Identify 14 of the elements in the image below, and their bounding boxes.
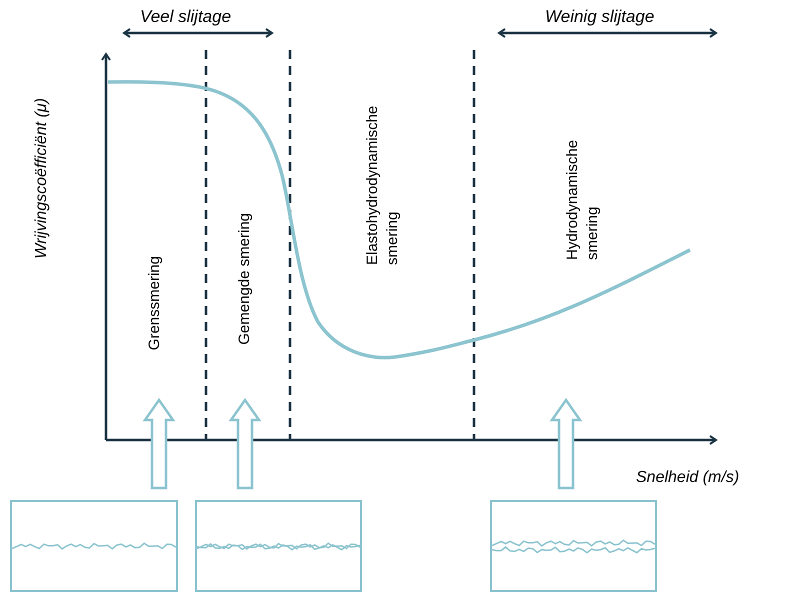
hollow-arrow [550, 398, 582, 490]
region-label: Elastohydrodynamische smering [363, 104, 402, 265]
wear-label: Veel slijtage [140, 6, 232, 28]
x-axis-title: Snelheid (m/s) [636, 468, 740, 488]
region-label: Grenssmering [145, 256, 164, 350]
wear-label: Weinig slijtage [545, 6, 654, 28]
hollow-arrow [228, 398, 262, 490]
region-label: Gemengde smering [235, 213, 254, 345]
hollow-arrow [142, 398, 176, 490]
region-label: Hydrodynamische smering [563, 138, 602, 260]
surface-profile-box [10, 500, 178, 592]
y-axis-title: Wrijvingscoëfficiënt (μ) [32, 98, 51, 259]
surface-profile-box [490, 500, 657, 592]
surface-profile-box [195, 500, 362, 592]
